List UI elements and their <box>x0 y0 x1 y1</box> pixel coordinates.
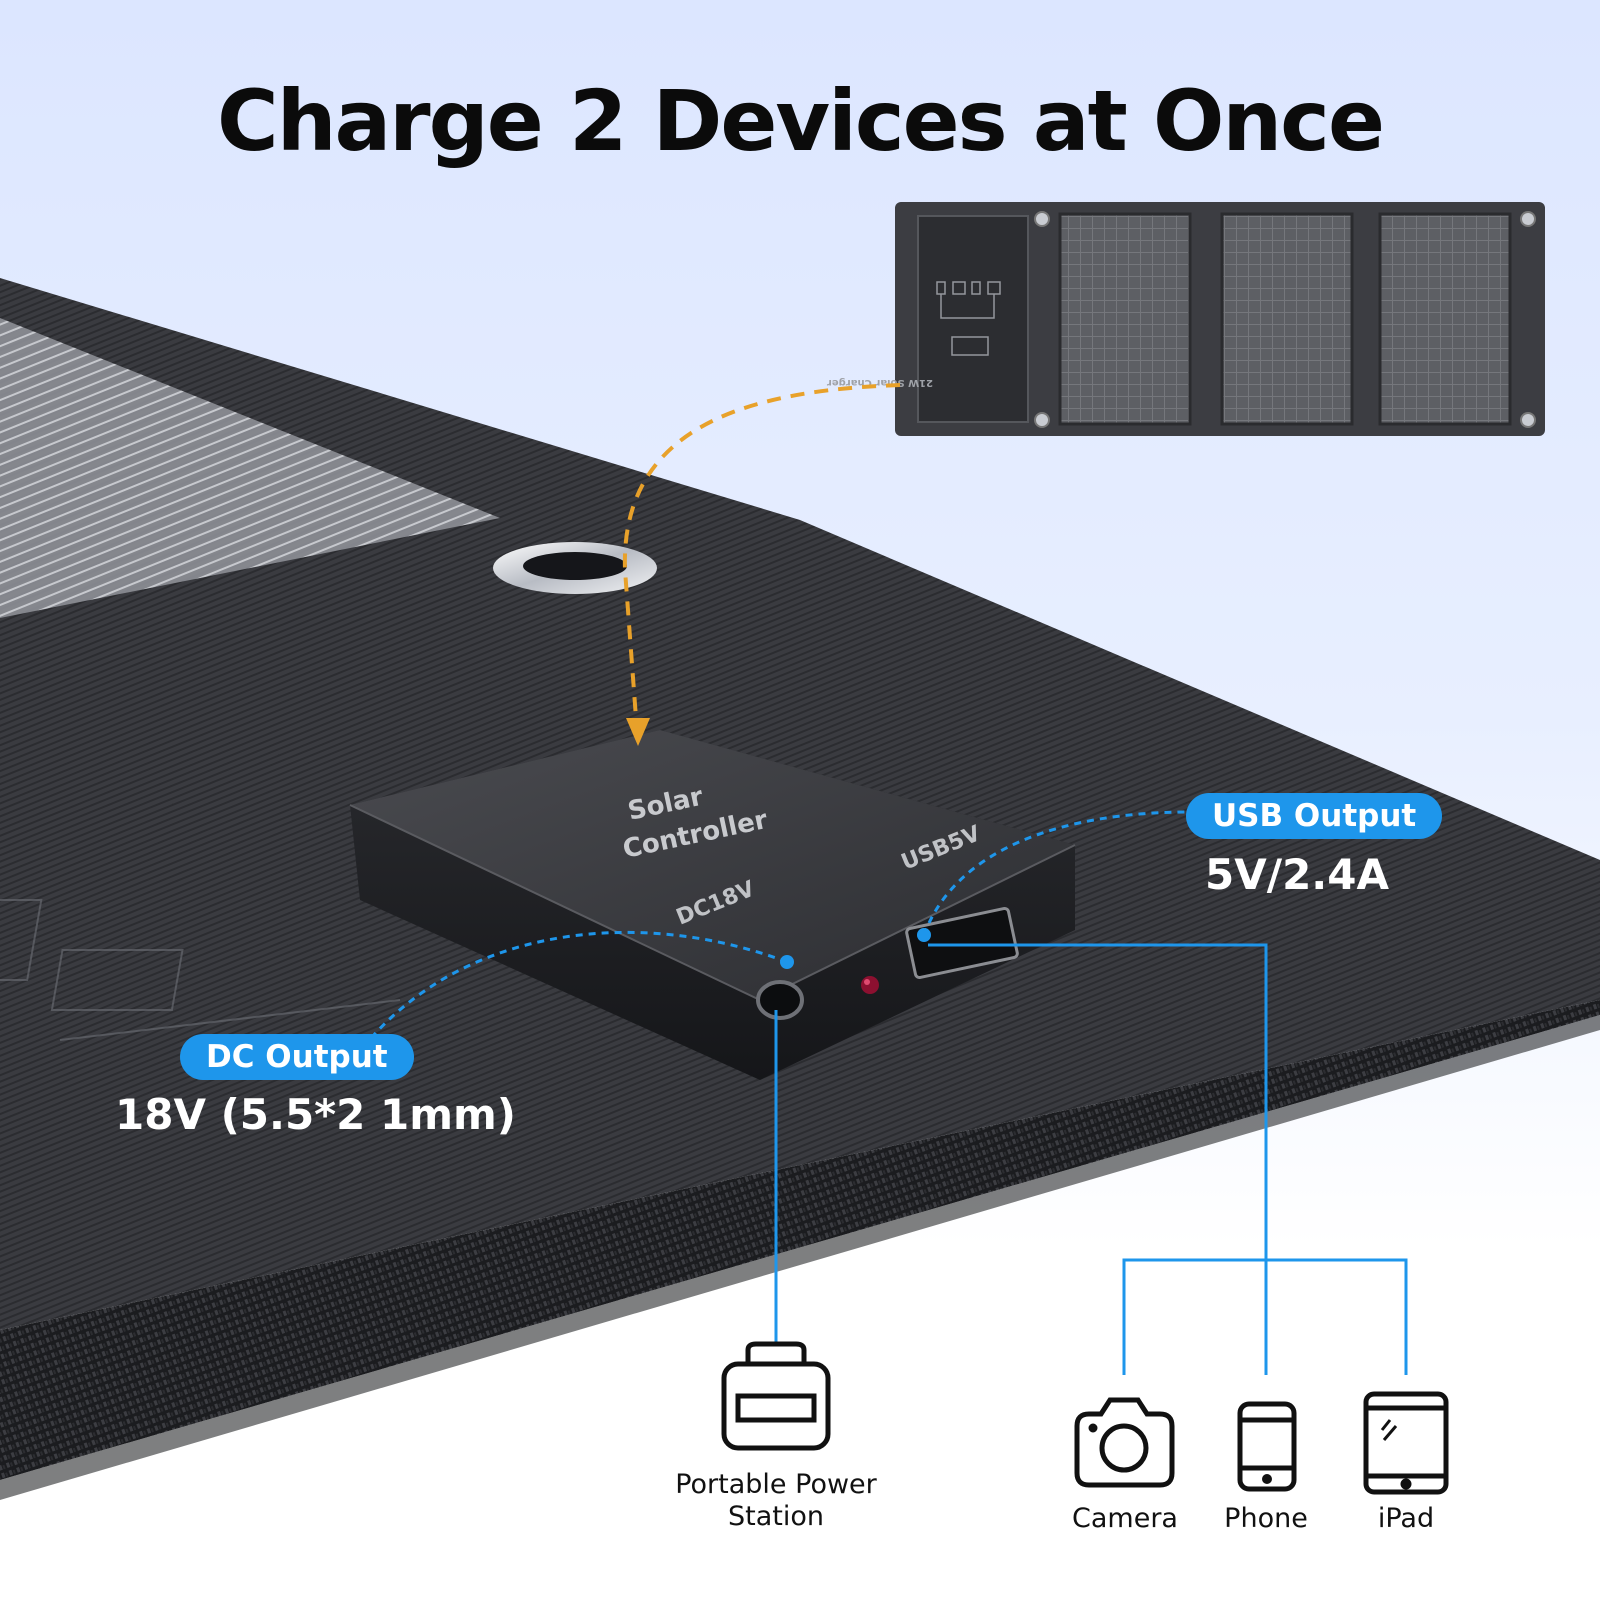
power-station-icon <box>721 1341 831 1451</box>
device-label-power-station-line1: Portable Power <box>675 1469 877 1500</box>
camera-icon <box>1074 1397 1175 1488</box>
usb-output-spec: 5V/2.4A <box>1205 850 1389 899</box>
phone-icon <box>1237 1401 1297 1492</box>
flow-arrow <box>622 383 901 746</box>
solar-controller <box>349 730 1076 1080</box>
usb-connector-lines <box>917 810 1408 1375</box>
headline: Charge 2 Devices at Once <box>217 72 1385 170</box>
dc-connector-lines <box>363 930 794 1342</box>
folded-panel-pocket-label: 21W Solar Charger <box>827 377 933 388</box>
usb-output-badge: USB Output <box>1186 793 1443 839</box>
dc-output-badge: DC Output <box>180 1034 414 1080</box>
device-label-phone: Phone <box>1224 1503 1308 1534</box>
solar-panel-edge <box>0 1000 1600 1480</box>
grommet <box>493 542 657 594</box>
device-label-power-station: Portable Power Station <box>646 1469 906 1533</box>
device-label-camera: Camera <box>1072 1503 1178 1534</box>
device-label-ipad: iPad <box>1377 1503 1435 1534</box>
tablet-icon <box>1363 1391 1449 1495</box>
solar-panel-edge-shadow <box>0 1015 1600 1500</box>
solar-cell <box>0 318 500 618</box>
dc-output-spec: 18V (5.5*2 1mm) <box>115 1090 516 1139</box>
device-label-power-station-line2: Station <box>728 1501 824 1532</box>
panel-printed-diagram <box>0 899 401 1041</box>
folded-solar-panel <box>895 202 1545 436</box>
